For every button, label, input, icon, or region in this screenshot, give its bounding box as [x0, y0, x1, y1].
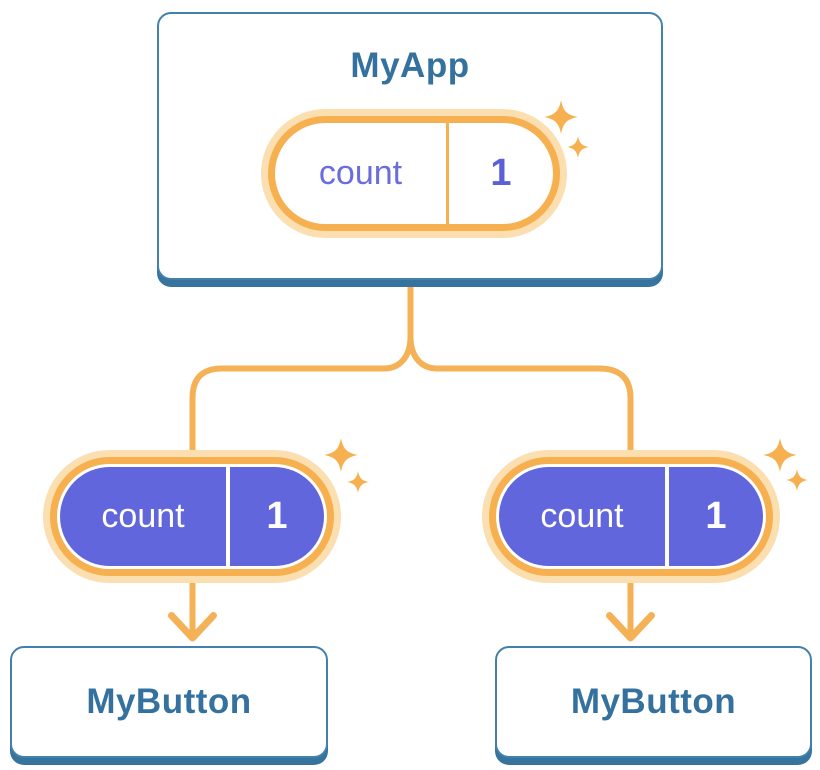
branch-line-right [407, 283, 634, 637]
sparkle-icon [324, 438, 370, 494]
state-pill-left-core: count 1 [60, 467, 324, 566]
pill-divider [665, 467, 669, 566]
component-title-right: MyButton [570, 682, 737, 721]
state-pill-right: count 1 [482, 450, 780, 583]
component-card-left: MyButton [10, 646, 328, 758]
sparkle-icon [544, 100, 590, 159]
state-label: count [318, 154, 403, 192]
state-pill-left-ring: count 1 [50, 457, 334, 576]
sparkle-icon [763, 438, 809, 492]
state-label: count [540, 497, 624, 535]
component-title-left: MyButton [86, 682, 252, 721]
state-value: 1 [705, 495, 727, 537]
state-value: 1 [266, 495, 288, 537]
arrowhead-left-icon [168, 612, 217, 642]
pill-divider [446, 123, 449, 224]
state-pill-right-core: count 1 [499, 467, 763, 566]
arrowhead-right-icon [606, 612, 655, 642]
pill-divider [226, 467, 230, 566]
state-label: count [101, 497, 185, 535]
state-pill-root: count 1 [261, 109, 567, 238]
component-title-root: MyApp [350, 46, 470, 85]
state-pill-left: count 1 [43, 450, 341, 583]
component-card-right: MyButton [495, 646, 812, 758]
state-pill-root-ring: count 1 [268, 116, 560, 231]
state-pill-right-ring: count 1 [489, 457, 773, 576]
state-value: 1 [490, 152, 512, 194]
